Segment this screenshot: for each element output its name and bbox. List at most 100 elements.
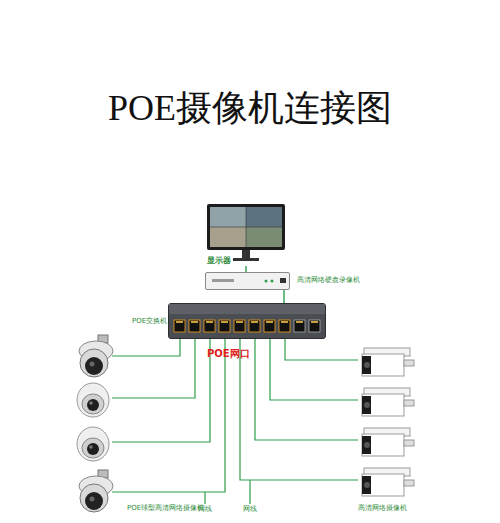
nvr-slot [212, 279, 234, 282]
ethernet-port [249, 320, 260, 332]
ptz-camera [79, 470, 113, 512]
dome-camera [77, 383, 109, 417]
ptz-camera [85, 357, 103, 375]
bullet-camera [364, 482, 370, 488]
network-cable [112, 338, 210, 442]
bullet-camera [362, 474, 404, 496]
ptz-camera [79, 335, 113, 377]
poe-switch: POE交换机POE网口 [168, 303, 326, 339]
ptz-camera [85, 492, 103, 510]
monitor-bezel [207, 204, 285, 250]
port-pins [251, 321, 258, 323]
nvr-panel [206, 273, 289, 289]
node-label: 高清网络硬盘录像机 [297, 277, 360, 285]
bullet-camera [362, 434, 404, 456]
monitor: 显示器 [205, 204, 287, 266]
bullet-camera [362, 394, 404, 416]
bullet-camera [362, 354, 404, 376]
network-cable [240, 338, 358, 480]
annotation-label: 网线 [198, 506, 212, 514]
node-label: 显示器 [207, 257, 231, 266]
dome-camera [87, 399, 99, 411]
network-cable [270, 338, 358, 400]
ptz-camera [80, 349, 108, 377]
bullet-camera [404, 400, 414, 406]
ethernet-port [204, 320, 215, 332]
annotation-label: POE球型高清网络摄像机 [127, 505, 204, 513]
screen-grid [210, 227, 282, 228]
port-pins [191, 321, 198, 323]
monitor-base [233, 258, 259, 261]
ptz-camera [90, 497, 95, 502]
bullet-camera [364, 442, 370, 448]
network-cable [249, 480, 250, 504]
nvr-led [265, 280, 268, 283]
switch-ports [169, 304, 325, 338]
monitor-display [210, 207, 282, 247]
ethernet-port [294, 320, 305, 332]
video-feed [246, 227, 282, 247]
switch-top [169, 304, 325, 314]
network-cable [112, 338, 195, 398]
port-pins [296, 321, 303, 323]
node-label: POE网口 [207, 348, 250, 359]
port-pins [236, 321, 243, 323]
dome-camera [77, 427, 109, 461]
bullet-camera [362, 476, 371, 494]
video-feed [246, 207, 282, 227]
video-feed [210, 207, 246, 227]
port-pins [266, 321, 273, 323]
bullet-camera [364, 362, 370, 368]
dome-camera [87, 443, 99, 455]
network-cable [255, 338, 358, 440]
network-cable [204, 492, 205, 504]
dome-camera [77, 383, 109, 417]
nvr-port [280, 278, 286, 283]
bullet-camera [362, 388, 414, 416]
ethernet-port [264, 320, 275, 332]
ptz-camera [90, 362, 95, 367]
bullet-camera [362, 356, 371, 374]
nvr-recorder: 高清网络硬盘录像机 [205, 272, 290, 290]
bullet-camera [362, 468, 414, 496]
ethernet-port [174, 320, 185, 332]
ptz-camera [80, 484, 108, 512]
dome-camera [89, 445, 93, 449]
ethernet-port [219, 320, 230, 332]
bullet-camera [404, 360, 414, 366]
port-pins [206, 321, 213, 323]
port-pins [281, 321, 288, 323]
video-feed [210, 227, 246, 247]
annotation-label: 高清网络摄像机 [358, 505, 407, 513]
dome-camera [82, 394, 104, 414]
network-cable [285, 338, 358, 360]
network-cable [112, 338, 225, 492]
dome-camera [77, 427, 109, 461]
ethernet-port [309, 320, 320, 332]
ethernet-port [234, 320, 245, 332]
annotation-label: 网线 [243, 506, 257, 514]
port-pins [176, 321, 183, 323]
network-cable [112, 338, 180, 356]
port-pins [221, 321, 228, 323]
monitor-stand [242, 250, 250, 258]
cable-connector [283, 290, 284, 303]
node-label: POE交换机 [132, 318, 167, 326]
bullet-camera [404, 480, 414, 486]
bullet-camera [362, 428, 414, 456]
bullet-camera [364, 402, 370, 408]
bullet-camera [362, 348, 414, 376]
port-pins [311, 321, 318, 323]
dome-camera [89, 401, 93, 405]
nvr-led [271, 280, 274, 283]
dome-camera [82, 438, 104, 458]
ethernet-port [189, 320, 200, 332]
bullet-camera [362, 436, 371, 454]
diagram-title: POE摄像机连接图 [0, 84, 500, 133]
ethernet-port [279, 320, 290, 332]
bullet-camera [404, 440, 414, 446]
bullet-camera [362, 396, 371, 414]
